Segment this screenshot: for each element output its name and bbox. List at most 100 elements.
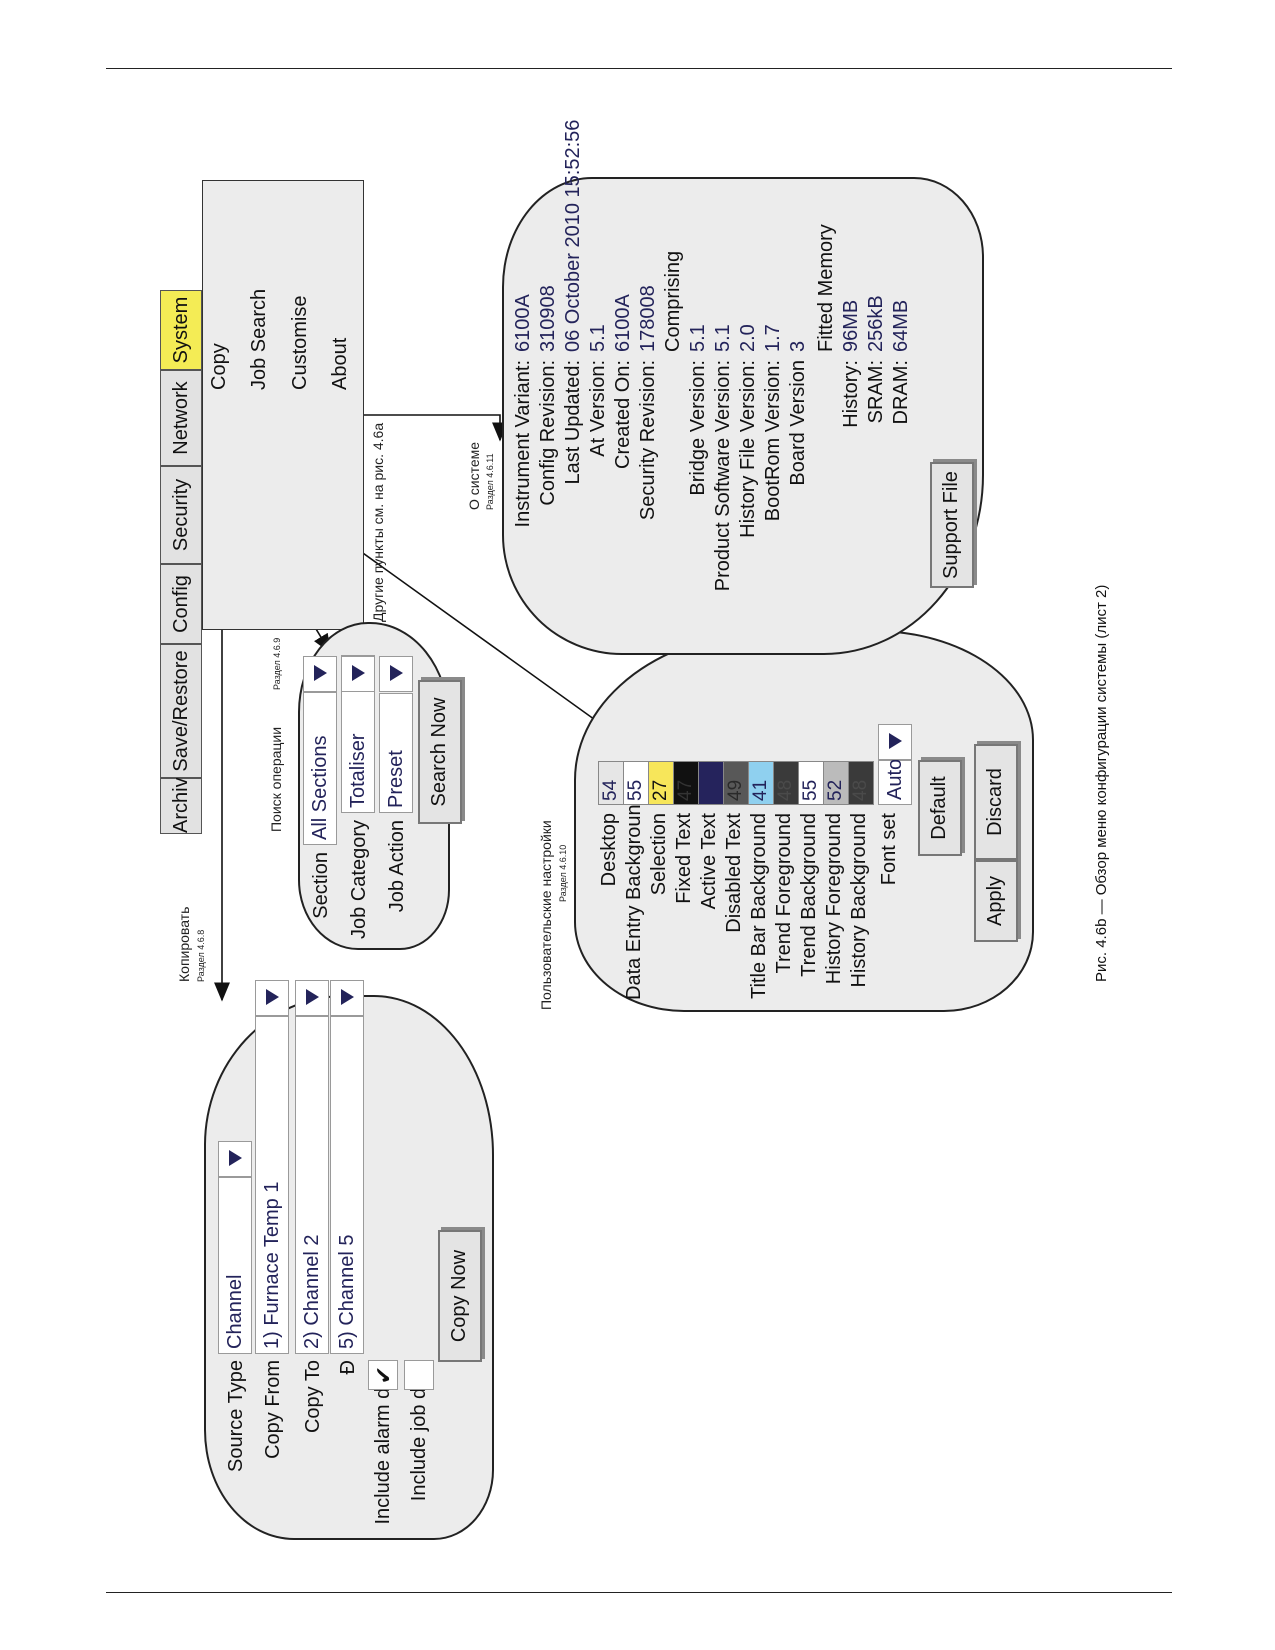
tab-system[interactable]: System: [160, 290, 202, 370]
customise-row-label: Title Bar Background: [748, 813, 770, 1000]
about-info-value: 06 October 2010 15:52:56: [562, 119, 584, 352]
menu-item-job-search[interactable]: Job Search: [248, 288, 270, 390]
color-swatch[interactable]: 55: [623, 761, 649, 805]
color-swatch[interactable]: [698, 761, 724, 805]
menu-item-copy[interactable]: Copy: [208, 343, 230, 390]
tab-security[interactable]: Security: [160, 466, 202, 564]
source-type-field[interactable]: Channel: [218, 1177, 252, 1354]
tab-config[interactable]: Config: [160, 564, 202, 644]
font-set-label: Font set: [878, 813, 900, 886]
copy-to-end-dropdown-icon[interactable]: [330, 980, 364, 1016]
color-swatch[interactable]: 54: [598, 761, 624, 805]
tab-archive[interactable]: Archive: [160, 766, 202, 834]
search-now-button[interactable]: Search Now: [418, 680, 462, 824]
color-swatch[interactable]: 48: [773, 761, 799, 805]
copy-to-label: Copy To: [302, 1360, 324, 1434]
about-info-label: Last Updated:: [562, 360, 584, 485]
customise-row-label: Trend Foreground: [773, 813, 795, 974]
version-value: 3: [787, 340, 809, 352]
tab-network[interactable]: Network: [160, 370, 202, 466]
about-info-label: Instrument Variant:: [512, 360, 534, 528]
customise-row-label: Data Entry Background: [623, 793, 645, 1000]
color-swatch[interactable]: 49: [723, 761, 749, 805]
copy-to-dropdown-icon[interactable]: [295, 980, 329, 1016]
version-label: BootRom Version:: [762, 360, 784, 522]
about-info-value: 5.1: [587, 324, 609, 352]
color-swatch[interactable]: 47: [673, 761, 699, 805]
tab-save-restore[interactable]: Save/Restore: [160, 644, 202, 778]
fitted-memory-label: Fitted Memory: [815, 224, 837, 352]
section-dropdown-icon[interactable]: [303, 656, 337, 692]
section-field[interactable]: All Sections: [303, 692, 337, 845]
tab-label: Security: [170, 478, 192, 552]
default-button[interactable]: Default: [918, 760, 962, 856]
font-set-dropdown-icon[interactable]: [878, 724, 912, 760]
version-label: Board Version: [787, 360, 809, 486]
about-info-value: 6100A: [612, 294, 634, 352]
customise-title: Пользовательские настройки: [538, 820, 554, 1010]
copy-from-field[interactable]: 1) Furnace Temp 1: [255, 1016, 289, 1354]
copy-now-button[interactable]: Copy Now: [438, 1230, 482, 1362]
copy-from-dropdown-icon[interactable]: [255, 980, 289, 1016]
about-info-label: Config Revision:: [537, 360, 559, 506]
memory-value: 96MB: [840, 299, 862, 352]
menu-item-about[interactable]: About: [329, 337, 351, 390]
about-info-value: 6100A: [512, 294, 534, 352]
section-label: Section: [310, 852, 332, 919]
customise-row-label: History Background: [848, 813, 870, 988]
about-ref: Раздел 4.6.11: [485, 453, 495, 510]
about-info-value: 178008: [637, 285, 659, 352]
figure-caption: Рис. 4.6b — Обзор меню конфигурации сист…: [1093, 584, 1110, 982]
tab-label: Save/Restore: [170, 650, 192, 772]
memory-value: 64MB: [890, 299, 912, 352]
version-value: 1.7: [762, 324, 784, 352]
memory-label: SRAM:: [865, 360, 887, 424]
job-category-label: Job Category: [348, 820, 370, 939]
job-action-field[interactable]: Preset: [379, 693, 413, 813]
color-swatch[interactable]: 52: [823, 761, 849, 805]
customise-row-label: Trend Background: [798, 813, 820, 977]
about-title: О системе: [466, 441, 482, 510]
about-info-value: 310908: [537, 285, 559, 352]
customise-row-label: Fixed Text: [673, 813, 695, 904]
job-action-dropdown-icon[interactable]: [379, 656, 413, 692]
tab-label: System: [170, 296, 192, 364]
include-job-checkbox[interactable]: [404, 1360, 434, 1390]
support-file-button[interactable]: Support File: [930, 462, 974, 588]
version-label: Product Software Version:: [712, 360, 734, 592]
copy-to-field[interactable]: 2) Channel 2: [295, 1016, 329, 1354]
copy-ref: Раздел 4.6.8: [196, 929, 206, 982]
other-items-note: Другие пункты см. на рис. 4.6а: [370, 422, 386, 622]
apply-button[interactable]: Apply: [974, 860, 1018, 942]
memory-label: DRAM:: [890, 360, 912, 425]
job-category-dropdown-icon[interactable]: [341, 656, 375, 692]
source-type-label: Source Type: [225, 1360, 247, 1472]
customise-row-label: Disabled Text: [723, 813, 745, 933]
customise-ref: Раздел 4.6.10: [558, 844, 568, 902]
tab-label: Network: [170, 381, 192, 455]
color-swatch[interactable]: 41: [748, 761, 774, 805]
copy-to-end-field[interactable]: 5) Channel 5: [330, 1016, 364, 1354]
version-value: 5.1: [712, 324, 734, 352]
source-type-dropdown-icon[interactable]: [218, 1141, 252, 1177]
bottom-rule: [106, 1592, 1172, 1593]
color-swatch[interactable]: 27: [648, 761, 674, 805]
menu-item-customise[interactable]: Customise: [289, 295, 311, 390]
system-dropdown: [202, 180, 364, 630]
memory-label: History:: [840, 360, 862, 428]
copy-title: Копировать: [176, 906, 192, 982]
range-symbol: Ð: [337, 1360, 359, 1375]
discard-button[interactable]: Discard: [974, 744, 1018, 860]
version-label: History File Version:: [737, 360, 759, 538]
job-search-ref: Раздел 4.6.9: [272, 637, 282, 690]
about-info-label: Security Revision:: [637, 360, 659, 521]
color-swatch[interactable]: 48: [848, 761, 874, 805]
version-value: 2.0: [737, 324, 759, 352]
font-set-field[interactable]: Auto: [878, 759, 912, 805]
include-alarm-checkbox[interactable]: ✔: [368, 1360, 398, 1390]
version-value: 5.1: [687, 324, 709, 352]
about-arrow: [342, 400, 508, 442]
customise-row-label: Selection: [648, 813, 670, 896]
color-swatch[interactable]: 55: [798, 761, 824, 805]
